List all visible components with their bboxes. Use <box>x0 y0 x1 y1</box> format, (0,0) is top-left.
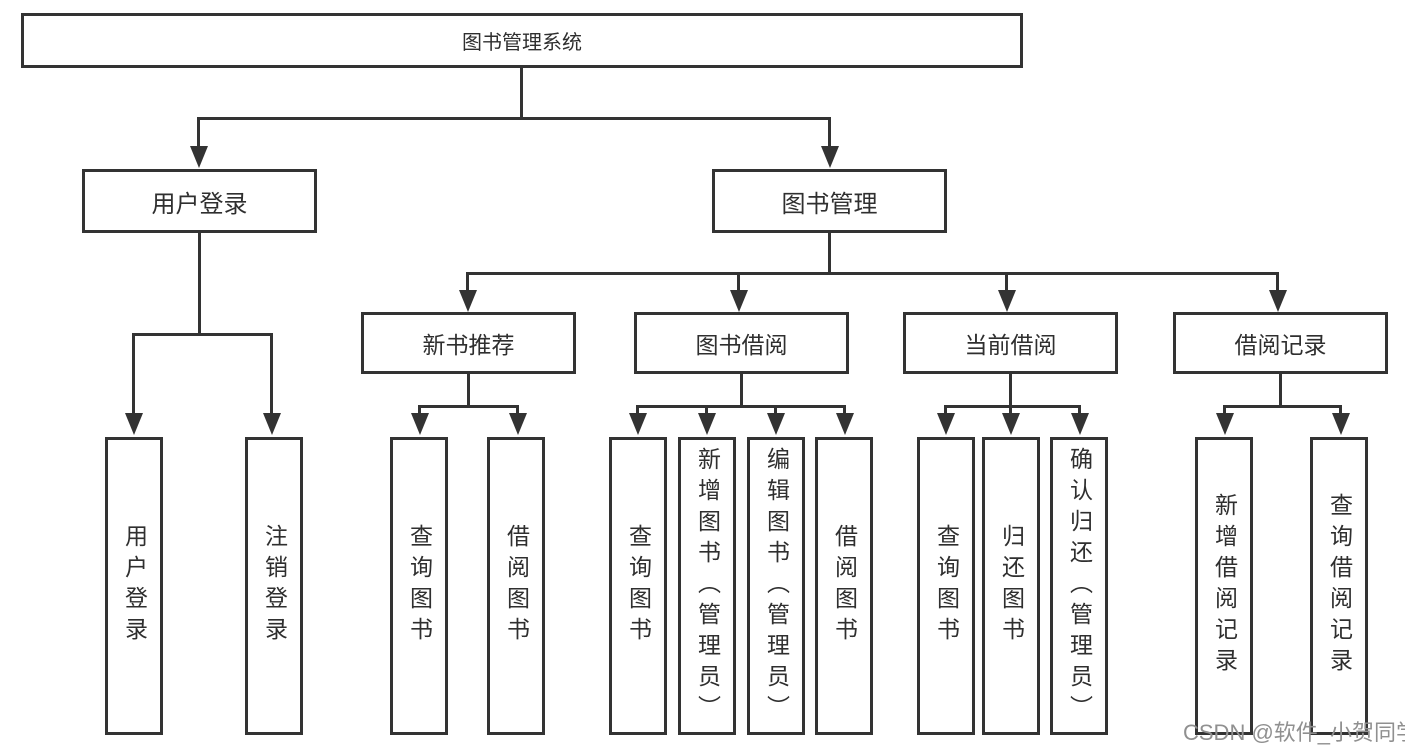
arrow-down-icon <box>509 413 527 435</box>
leaf-query-books-1-label: 查询图书 <box>406 524 433 648</box>
leaf-query-books-2-label: 查询图书 <box>625 524 652 648</box>
leaf-query-borrow-record: 查询借阅记录 <box>1310 437 1368 735</box>
connector-line <box>636 405 846 408</box>
connector-line <box>1005 272 1008 292</box>
leaf-add-borrow-record-label: 新增借阅记录 <box>1211 493 1238 679</box>
node-current-borrowing-label: 当前借阅 <box>964 332 1057 358</box>
arrow-down-icon <box>411 413 429 435</box>
arrow-down-icon <box>821 146 839 168</box>
leaf-borrow-books-2-label: 借阅图书 <box>831 524 858 648</box>
connector-line <box>197 117 831 120</box>
connector-line <box>737 272 740 292</box>
connector-line <box>705 405 708 415</box>
node-borrowing-records-label: 借阅记录 <box>1234 332 1327 358</box>
connector-line <box>466 272 1279 275</box>
arrow-down-icon <box>698 413 716 435</box>
arrow-down-icon <box>263 413 281 435</box>
leaf-borrow-books-1-label: 借阅图书 <box>503 524 530 648</box>
node-root-label: 图书管理系统 <box>462 32 582 54</box>
leaf-user-login: 用户登录 <box>105 437 163 735</box>
connector-line <box>1223 405 1226 415</box>
arrow-down-icon <box>459 290 477 312</box>
node-user-login: 用户登录 <box>82 169 317 233</box>
arrow-down-icon <box>629 413 647 435</box>
arrow-down-icon <box>730 290 748 312</box>
node-book-borrowing: 图书借阅 <box>634 312 849 374</box>
connector-line <box>198 230 201 335</box>
node-current-borrowing: 当前借阅 <box>903 312 1118 374</box>
node-new-book-recommend-label: 新书推荐 <box>422 332 515 358</box>
leaf-query-books-3-label: 查询图书 <box>933 524 960 648</box>
connector-line <box>944 405 947 415</box>
leaf-confirm-return-admin: 确认归还（管理员） <box>1050 437 1108 735</box>
connector-line <box>636 405 639 415</box>
leaf-borrow-books-2: 借阅图书 <box>815 437 873 735</box>
node-borrowing-records: 借阅记录 <box>1173 312 1388 374</box>
node-book-borrowing-label: 图书借阅 <box>695 332 788 358</box>
connector-line <box>1339 405 1342 415</box>
arrow-down-icon <box>1269 290 1287 312</box>
connector-line <box>466 272 469 292</box>
connector-line <box>197 117 200 149</box>
connector-line <box>467 371 470 408</box>
leaf-return-books-label: 归还图书 <box>998 524 1025 648</box>
connector-line <box>944 405 1081 408</box>
node-book-management: 图书管理 <box>712 169 947 233</box>
connector-line <box>132 333 135 415</box>
arrow-down-icon <box>190 146 208 168</box>
arrow-down-icon <box>1216 413 1234 435</box>
connector-line <box>1009 371 1012 408</box>
arrow-down-icon <box>1002 413 1020 435</box>
node-new-book-recommend: 新书推荐 <box>361 312 576 374</box>
node-book-management-label: 图书管理 <box>781 190 878 218</box>
watermark: CSDN @软件_小贺同学 <box>1183 720 1405 745</box>
node-user-login-label: 用户登录 <box>151 190 248 218</box>
connector-line <box>774 405 777 415</box>
connector-line <box>418 405 519 408</box>
connector-line <box>516 405 519 415</box>
arrow-down-icon <box>125 413 143 435</box>
connector-line <box>1279 371 1282 408</box>
connector-line <box>418 405 421 415</box>
leaf-edit-books-admin: 编辑图书（管理员） <box>747 437 805 735</box>
connector-line <box>1223 405 1342 408</box>
arrow-down-icon <box>1071 413 1089 435</box>
node-root: 图书管理系统 <box>21 13 1023 68</box>
connector-line <box>270 333 273 415</box>
leaf-add-books-admin: 新增图书（管理员） <box>678 437 736 735</box>
leaf-query-books-3: 查询图书 <box>917 437 975 735</box>
connector-line <box>740 371 743 408</box>
arrow-down-icon <box>836 413 854 435</box>
leaf-query-books-1: 查询图书 <box>390 437 448 735</box>
connector-line <box>1276 272 1279 292</box>
connector-line <box>132 333 273 336</box>
arrow-down-icon <box>1332 413 1350 435</box>
leaf-add-borrow-record: 新增借阅记录 <box>1195 437 1253 735</box>
connector-line <box>828 233 831 275</box>
leaf-add-books-admin-label: 新增图书（管理员） <box>694 446 721 726</box>
leaf-logout: 注销登录 <box>245 437 303 735</box>
arrow-down-icon <box>998 290 1016 312</box>
connector-line <box>828 117 831 149</box>
connector-line <box>520 65 523 120</box>
leaf-edit-books-admin-label: 编辑图书（管理员） <box>763 446 790 726</box>
connector-line <box>1078 405 1081 415</box>
arrow-down-icon <box>767 413 785 435</box>
leaf-query-books-2: 查询图书 <box>609 437 667 735</box>
leaf-return-books: 归还图书 <box>982 437 1040 735</box>
arrow-down-icon <box>937 413 955 435</box>
leaf-confirm-return-admin-label: 确认归还（管理员） <box>1066 446 1093 726</box>
connector-line <box>843 405 846 415</box>
leaf-borrow-books-1: 借阅图书 <box>487 437 545 735</box>
leaf-user-login-label: 用户登录 <box>121 524 148 648</box>
leaf-query-borrow-record-label: 查询借阅记录 <box>1326 493 1353 679</box>
connector-line <box>1009 405 1012 415</box>
leaf-logout-label: 注销登录 <box>261 524 288 648</box>
